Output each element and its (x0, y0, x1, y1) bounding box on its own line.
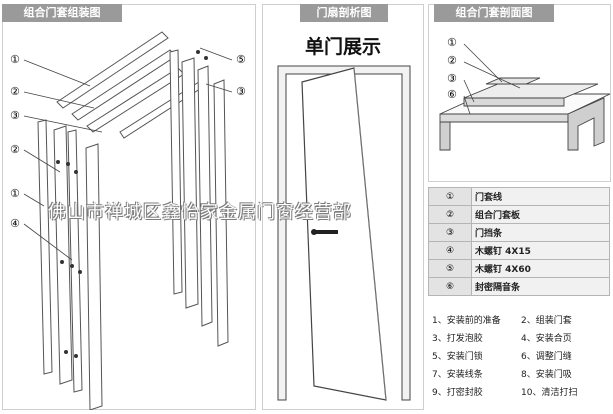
step-item: 5、安装门锁 (432, 352, 483, 362)
step-item: 7、安装线条 (432, 370, 483, 380)
step-item: 1、安装前的准备 (432, 316, 501, 326)
steps-row: 9、打密封胶 10、清洁打扫 (432, 384, 610, 402)
legend-num: ③ (428, 223, 472, 242)
step-item: 10、清洁打扫 (521, 388, 578, 398)
section-stop (485, 77, 541, 85)
door-title: 门扇剖析图 (300, 4, 388, 22)
door-frame (277, 65, 411, 401)
screw (78, 270, 82, 274)
legend-text: 封密隔音条 (471, 277, 610, 296)
section-callout-6: ⑥ (447, 88, 457, 101)
legend-num: ⑤ (428, 259, 472, 278)
step-item: 3、打发泡胶 (432, 334, 483, 344)
section-right-leg (567, 97, 605, 151)
right-board-3 (197, 65, 213, 327)
legend-text: 组合门套板 (471, 205, 610, 224)
right-board-2 (181, 57, 199, 309)
legend-num: ① (428, 187, 472, 206)
step-item: 2、组装门套 (521, 316, 572, 326)
left-board-inner (67, 129, 83, 393)
assembly-drawing (23, 31, 233, 410)
callout-left-5: ① (10, 187, 20, 200)
screw (60, 260, 64, 264)
screw (70, 264, 74, 268)
step-item: 6、调整门缝 (521, 352, 572, 362)
step-item: 9、打密封胶 (432, 388, 483, 398)
door-drawing (277, 65, 411, 401)
screw (204, 56, 208, 60)
section-board-front (463, 97, 565, 107)
legend-text: 门挡条 (471, 223, 610, 242)
callout-right-3: ③ (236, 85, 246, 98)
callout-left-6: ④ (10, 217, 20, 230)
callout-left-4: ② (10, 143, 20, 156)
assembly-title: 组合门套组装图 (2, 4, 122, 22)
section-callout-2: ② (447, 54, 457, 67)
legend-num: ④ (428, 241, 472, 260)
legend-num: ⑥ (428, 277, 472, 296)
callout-left-1: ① (10, 53, 20, 66)
screw-marks (56, 50, 208, 358)
section-left-leg (439, 121, 451, 151)
head-casing-1 (56, 31, 169, 109)
left-casing-outer (37, 119, 53, 375)
legend-text: 木螺钉 4X60 (471, 259, 610, 278)
steps-row: 7、安装线条 8、安装门吸 (432, 366, 610, 384)
screw (74, 170, 78, 174)
install-steps: 1、安装前的准备 2、组装门套 3、打发泡胶 4、安装合页 5、安装门锁 6、调整门缝… (432, 312, 610, 402)
screw (66, 162, 70, 166)
door-heading: 单门展示 (304, 36, 381, 58)
section-callout-3: ③ (447, 72, 457, 85)
section-drawing (439, 43, 611, 151)
legend-text: 门套线 (471, 187, 610, 206)
step-item: 8、安装门吸 (521, 370, 572, 380)
step-item: 4、安装合页 (521, 334, 572, 344)
section-casing-front (439, 113, 569, 123)
section-title: 组合门套剖面图 (434, 4, 554, 22)
callout-right-5: ⑤ (236, 53, 246, 66)
right-board-1 (169, 49, 183, 295)
steps-row: 5、安装门锁 6、调整门缝 (432, 348, 610, 366)
screw (196, 50, 200, 54)
screw (56, 160, 60, 164)
steps-row: 1、安装前的准备 2、组装门套 (432, 312, 610, 330)
section-callout-1: ① (447, 36, 457, 49)
left-board (53, 125, 73, 385)
steps-row: 3、打发泡胶 4、安装合页 (432, 330, 610, 348)
legend-text: 木螺钉 4X15 (471, 241, 610, 260)
callout-left-3: ③ (10, 109, 20, 122)
watermark: 佛山市禅城区鑫怡家金属门窗经营部 (48, 202, 352, 223)
right-casing (213, 79, 229, 347)
screw (64, 350, 68, 354)
callout-left-2: ② (10, 85, 20, 98)
left-casing-front (85, 143, 103, 410)
screw (74, 354, 78, 358)
door-handle-lever (314, 230, 338, 234)
